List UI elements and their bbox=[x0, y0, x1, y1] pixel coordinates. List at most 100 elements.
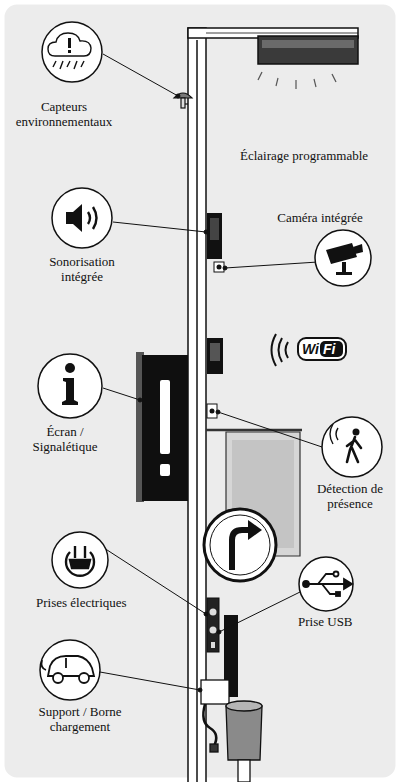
light-rays bbox=[258, 72, 262, 80]
weather-icon bbox=[48, 33, 91, 56]
leader-line bbox=[225, 262, 318, 268]
weather-icon bbox=[68, 50, 71, 53]
presence-sensor bbox=[207, 404, 217, 418]
callout-label: Sonorisation intégrée bbox=[34, 254, 130, 284]
camera-icon bbox=[353, 244, 363, 254]
banner bbox=[206, 429, 302, 432]
speaker-icon bbox=[66, 204, 82, 232]
screen-panel bbox=[160, 380, 170, 454]
usb-icon bbox=[303, 572, 352, 597]
environment-sensor bbox=[185, 103, 188, 104]
leader-line bbox=[218, 412, 322, 447]
light-rays bbox=[332, 74, 336, 82]
road-sign bbox=[204, 509, 276, 581]
wifi-module bbox=[207, 338, 223, 374]
road-sign bbox=[232, 530, 250, 570]
callout-label: Capteurs environnementaux bbox=[8, 99, 120, 129]
usb-icon bbox=[344, 579, 352, 589]
speaker-icon bbox=[88, 212, 90, 224]
pole bbox=[188, 28, 206, 782]
wifi-module-face bbox=[210, 343, 220, 361]
leader-line bbox=[138, 398, 142, 402]
wifi-badge bbox=[272, 334, 347, 366]
camera-module bbox=[214, 262, 224, 272]
info-icon bbox=[62, 363, 78, 405]
camera-icon bbox=[326, 243, 357, 264]
leader-line bbox=[204, 230, 208, 234]
presence-icon bbox=[347, 437, 361, 462]
environment-sensor bbox=[181, 98, 185, 108]
charging-box bbox=[210, 744, 218, 752]
callout-circle bbox=[322, 417, 382, 477]
callout-label: Support / Borne chargement bbox=[18, 704, 142, 734]
car-icon bbox=[42, 660, 47, 670]
wifi-text: Wi bbox=[302, 341, 319, 357]
callout-circle bbox=[52, 532, 108, 588]
speaker-grille bbox=[210, 218, 219, 240]
light-rays bbox=[314, 79, 316, 87]
wifi-text: Fi bbox=[323, 341, 335, 357]
light-rays bbox=[295, 80, 296, 89]
callout-circle bbox=[299, 557, 353, 611]
leader-line bbox=[219, 592, 300, 632]
charging-box bbox=[201, 680, 229, 752]
leader-line bbox=[100, 672, 200, 690]
screen-panel bbox=[136, 352, 188, 502]
usb-icon bbox=[318, 574, 336, 594]
screen-panel bbox=[142, 355, 188, 501]
camera-module bbox=[214, 262, 224, 272]
trash-bin bbox=[226, 701, 262, 782]
charging-box bbox=[203, 704, 216, 746]
speaker-icon bbox=[93, 207, 97, 229]
lamp-head bbox=[258, 36, 358, 64]
camera-module bbox=[217, 265, 222, 270]
trash-bin bbox=[238, 760, 250, 782]
presence-icon bbox=[330, 424, 338, 444]
lamp-head bbox=[258, 36, 358, 64]
charging-box bbox=[201, 680, 229, 704]
car-icon bbox=[65, 658, 67, 668]
environment-sensor bbox=[174, 93, 192, 98]
info-icon bbox=[65, 363, 75, 373]
pole bbox=[206, 33, 358, 34]
info-icon bbox=[62, 378, 78, 405]
camera-icon bbox=[336, 272, 352, 275]
callout-circle bbox=[40, 640, 100, 700]
weather-icon bbox=[81, 61, 84, 67]
usb-icon bbox=[334, 572, 339, 577]
socket-panel bbox=[210, 627, 217, 634]
presence-icon bbox=[330, 424, 361, 462]
car-icon bbox=[53, 673, 63, 683]
presence-sensor bbox=[210, 409, 215, 414]
trash-bin bbox=[226, 701, 262, 711]
car-icon bbox=[79, 673, 89, 683]
socket-panel bbox=[210, 609, 217, 616]
light-rays bbox=[276, 78, 278, 86]
usb-icon bbox=[308, 583, 344, 585]
callout-circle bbox=[38, 354, 102, 418]
callout-label: Écran / Signalétique bbox=[22, 424, 108, 454]
leader-line bbox=[113, 222, 206, 232]
callout-label: Prise USB bbox=[298, 614, 353, 629]
socket-panel bbox=[211, 642, 215, 648]
car-icon bbox=[42, 656, 95, 683]
weather-icon bbox=[74, 61, 77, 69]
callout-label: Prises électriques bbox=[36, 595, 127, 610]
leader-line bbox=[223, 266, 227, 270]
speaker-icon bbox=[66, 204, 97, 232]
plug-icon bbox=[84, 546, 86, 558]
pole bbox=[188, 28, 358, 782]
plug-icon bbox=[74, 546, 76, 558]
presence-sensor bbox=[207, 404, 217, 418]
screen-panel bbox=[160, 464, 170, 476]
usb-icon bbox=[336, 592, 340, 596]
callout-circle bbox=[315, 230, 371, 286]
socket-panel bbox=[207, 598, 219, 652]
weather-icon bbox=[60, 61, 63, 69]
wifi-badge bbox=[298, 338, 346, 360]
weather-icon bbox=[48, 33, 91, 69]
trash-bin bbox=[226, 706, 262, 760]
leader-line bbox=[176, 94, 180, 98]
leader-line bbox=[198, 688, 202, 692]
